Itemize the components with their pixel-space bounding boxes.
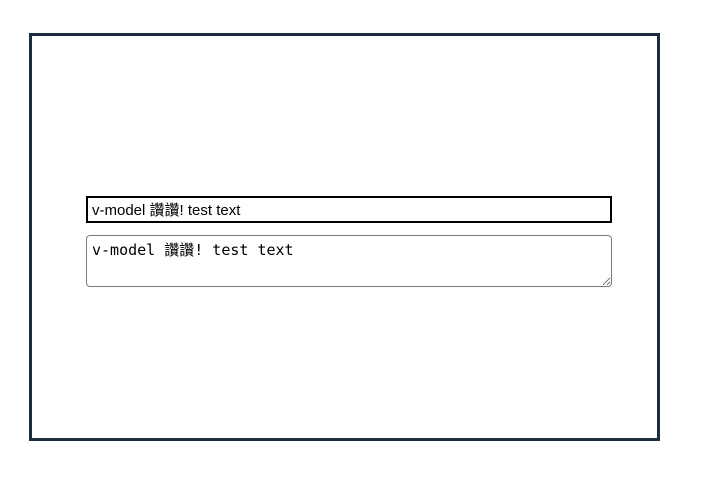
- form-field-stack: [86, 196, 612, 287]
- v-model-textarea[interactable]: [86, 235, 612, 287]
- v-model-text-input[interactable]: [86, 196, 612, 223]
- app-frame: [29, 33, 660, 441]
